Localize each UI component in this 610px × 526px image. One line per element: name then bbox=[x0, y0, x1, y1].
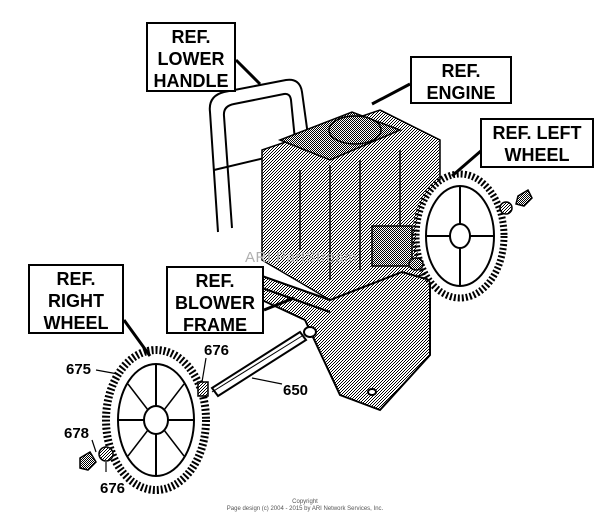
left-wheel bbox=[408, 170, 508, 302]
callout-blower-frame: REF. BLOWER FRAME bbox=[166, 266, 264, 335]
blower-frame bbox=[261, 270, 431, 412]
callout-right-wheel: REF. RIGHT WHEEL bbox=[28, 264, 124, 334]
part-number-650: 650 bbox=[283, 382, 309, 399]
leader-lines bbox=[122, 58, 483, 357]
callout-left-wheel: REF. LEFT WHEEL bbox=[480, 118, 594, 168]
callout-engine: REF. ENGINE bbox=[410, 56, 512, 104]
right-wheel-hardware bbox=[79, 381, 209, 471]
part-number-676-lower: 676 bbox=[100, 480, 126, 497]
right-wheel bbox=[102, 346, 210, 494]
callout-lower-handle: REF. LOWER HANDLE bbox=[146, 22, 236, 92]
part-number-675: 675 bbox=[66, 361, 92, 378]
page-design-credit: Page design (c) 2004 - 2015 by ARI Netwo… bbox=[226, 506, 384, 512]
axle bbox=[210, 330, 308, 398]
part-leader-lines bbox=[91, 357, 283, 472]
copyright-line: Copyright bbox=[292, 499, 318, 505]
part-number-676-upper: 676 bbox=[204, 342, 230, 359]
engine bbox=[261, 109, 441, 301]
part-number-678: 678 bbox=[64, 425, 90, 442]
left-wheel-hardware bbox=[499, 188, 533, 215]
watermark: ARI PartStream bbox=[245, 249, 358, 266]
